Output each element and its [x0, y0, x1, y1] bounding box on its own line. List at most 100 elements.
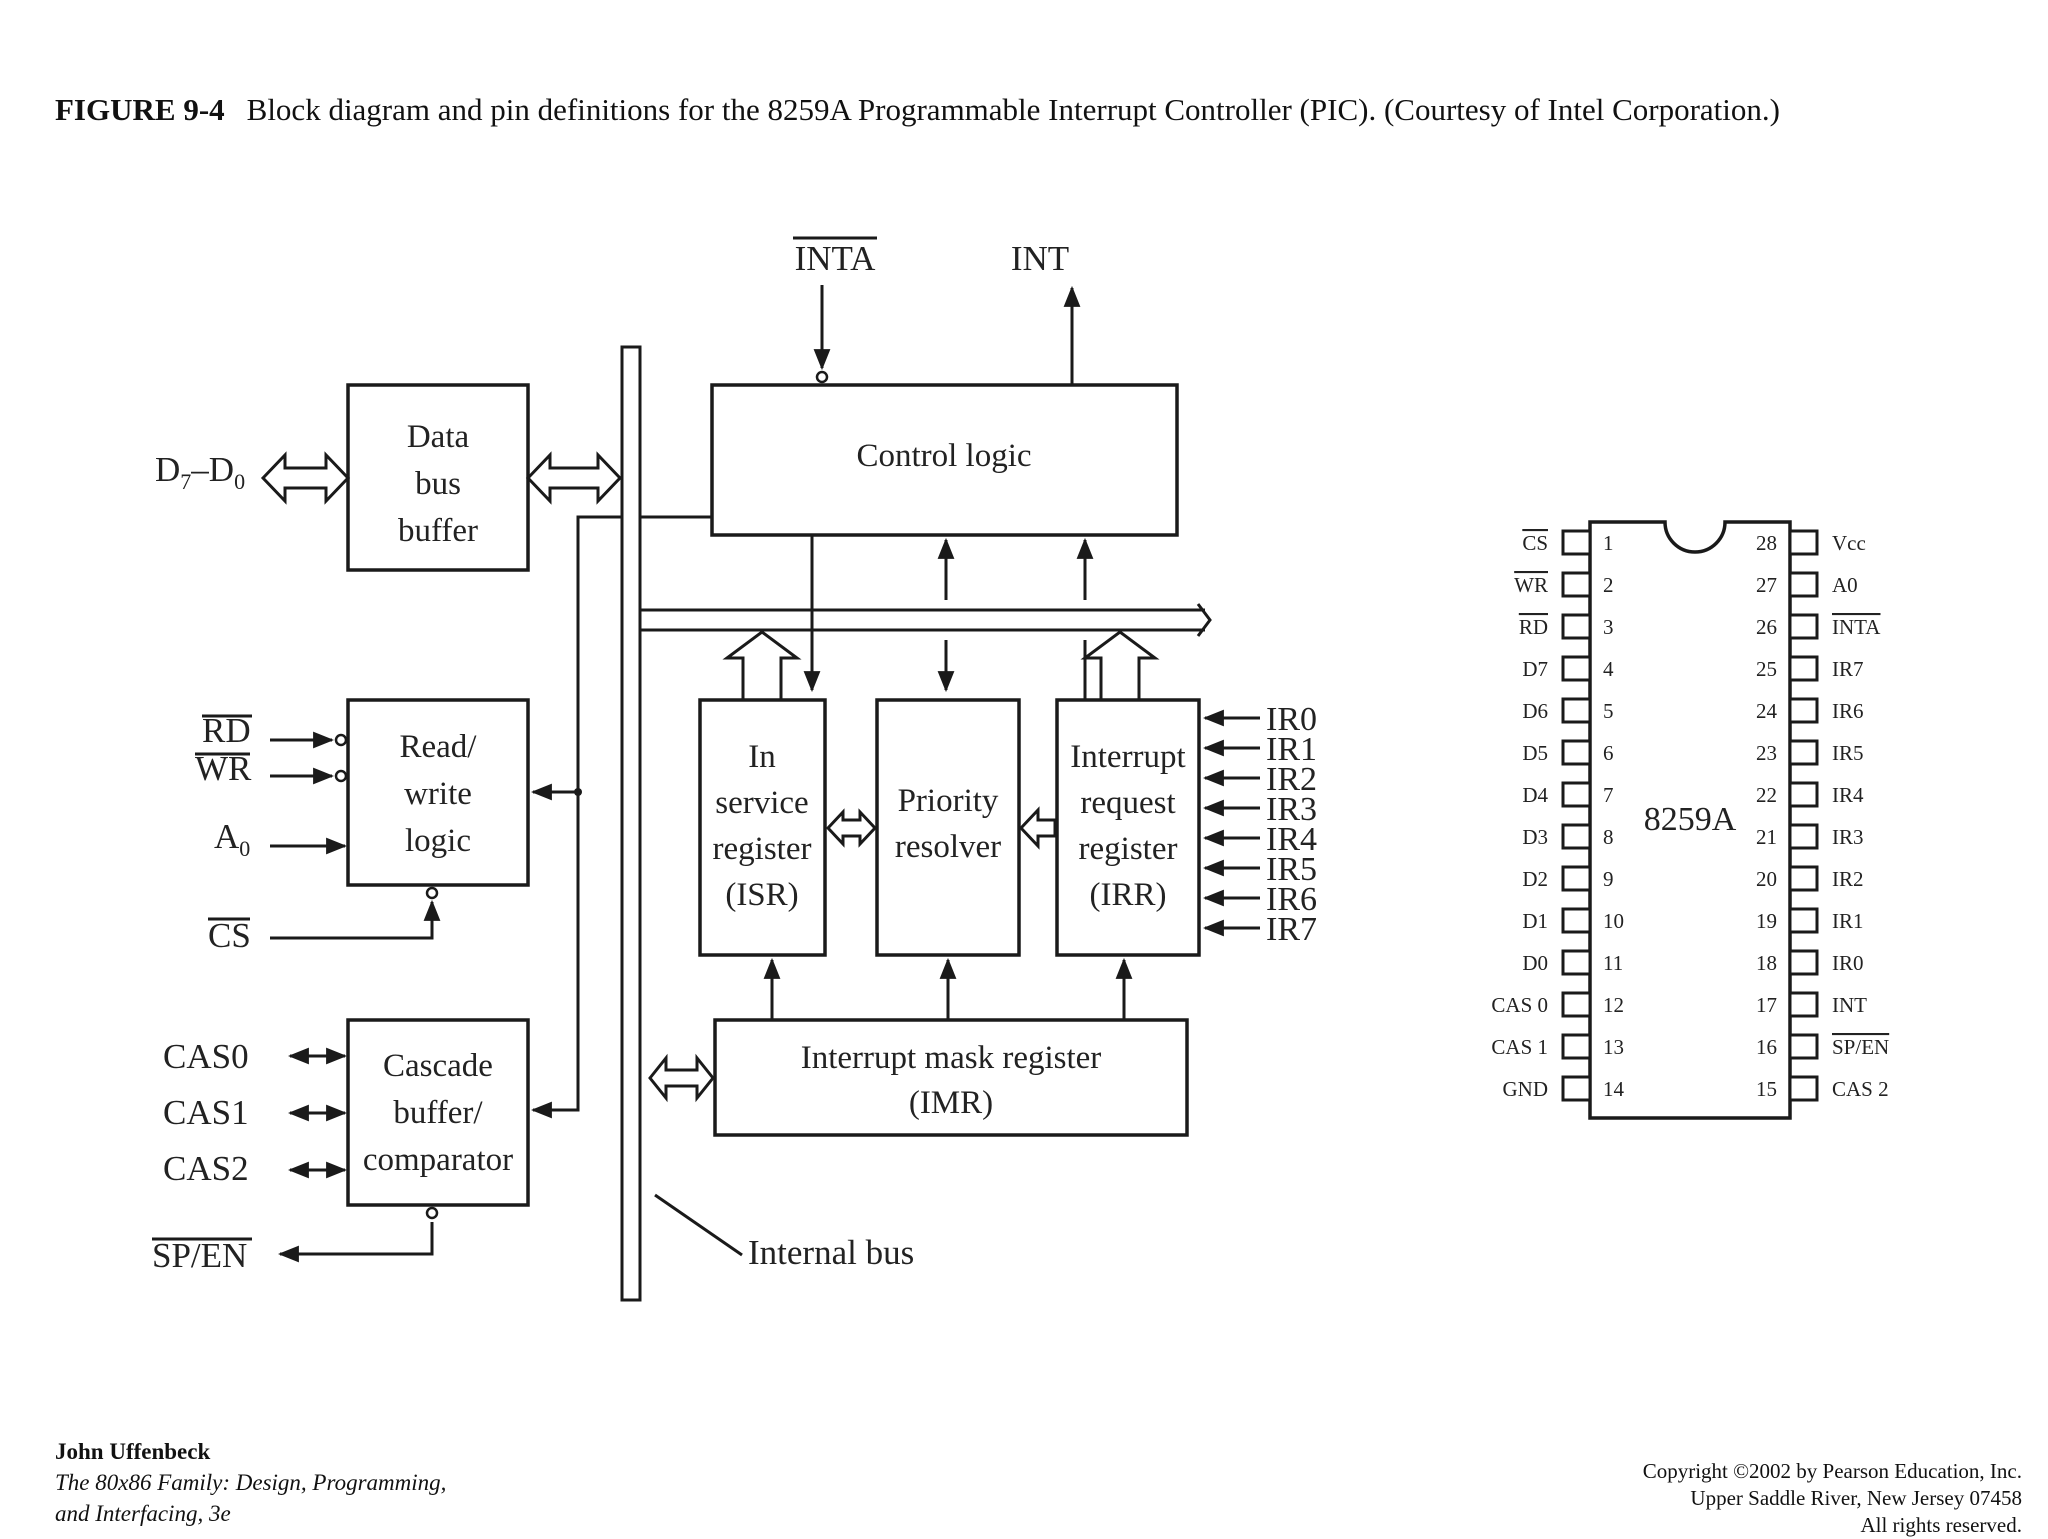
footer-copyright: Copyright ©2002 by Pearson Education, In…	[1643, 1458, 2022, 1539]
int-label: INT	[1011, 239, 1069, 278]
data-bus-buffer-block	[346, 383, 530, 572]
pin-20	[1788, 865, 1819, 892]
d7-d0-label: D7–D0	[155, 450, 245, 494]
pin-23	[1788, 739, 1819, 766]
isr-label-3: register	[713, 831, 812, 867]
sp-en-label: SP/EN	[152, 1236, 247, 1275]
ir1-label: IR1	[1266, 731, 1317, 768]
pin-label-cas-1: CAS 1	[1491, 1035, 1548, 1059]
pin-23-number: 23	[1756, 741, 1777, 765]
pin-24	[1788, 697, 1819, 724]
ir6-label: IR6	[1266, 881, 1317, 918]
data-bus-buffer-label-3: buffer	[398, 513, 478, 549]
pin-21	[1788, 823, 1819, 850]
pin-16-number: 16	[1756, 1035, 1777, 1059]
pin-6-number: 6	[1603, 741, 1614, 765]
pin-label-ir5: IR5	[1832, 741, 1864, 765]
cascade-buffer-block	[346, 1018, 530, 1207]
pin-8	[1561, 823, 1592, 850]
pin-label-inta: INTA	[1832, 615, 1881, 639]
pin-label-rd: RD	[1519, 615, 1548, 639]
resolver-label-2: resolver	[895, 829, 1001, 865]
pin-label-ir2: IR2	[1832, 867, 1864, 891]
pin-18-number: 18	[1756, 951, 1777, 975]
pin-label-d1: D1	[1522, 909, 1548, 933]
pin-17-number: 17	[1756, 993, 1777, 1017]
pin-12	[1561, 991, 1592, 1018]
pin-14	[1561, 1075, 1592, 1102]
pin-26-number: 26	[1756, 615, 1777, 639]
pin-label-wr: WR	[1514, 573, 1548, 597]
ir7-label: IR7	[1266, 911, 1317, 948]
footer-copyright-3: All rights reserved.	[1860, 1513, 2022, 1537]
pin-label-d5: D5	[1522, 741, 1548, 765]
isr-label-1: In	[748, 739, 776, 775]
pin-9-number: 9	[1603, 867, 1614, 891]
pin-15	[1788, 1075, 1819, 1102]
footer-copyright-2: Upper Saddle River, New Jersey 07458	[1690, 1486, 2022, 1510]
pin-label-ir1: IR1	[1832, 909, 1864, 933]
pin-label-cas-2: CAS 2	[1832, 1077, 1889, 1101]
pin-3-number: 3	[1603, 615, 1614, 639]
priority-resolver-block	[875, 698, 1021, 957]
pin-label-a0: A0	[1832, 573, 1858, 597]
irr-label-3: register	[1079, 831, 1178, 867]
irr-bus-arrow	[1080, 630, 1160, 702]
pin-11	[1561, 949, 1592, 976]
pin-9	[1561, 865, 1592, 892]
footer-book-line-2: and Interfacing, 3e	[55, 1501, 231, 1526]
pin-25	[1788, 655, 1819, 682]
data-bus-buffer-label-2: bus	[415, 466, 461, 502]
chip-left-pins: 1CS2WR3RD4D75D66D57D48D39D210D111D012CAS…	[1491, 529, 1625, 1102]
pin-8-number: 8	[1603, 825, 1614, 849]
pin-24-number: 24	[1756, 699, 1778, 723]
pin-16	[1788, 1033, 1819, 1060]
pin-label-vcc: Vcc	[1832, 531, 1866, 555]
ir3-label: IR3	[1266, 791, 1317, 828]
pin-13-number: 13	[1603, 1035, 1624, 1059]
ir-inputs	[1202, 709, 1260, 937]
isr-label-2: service	[715, 785, 808, 821]
pin-label-ir7: IR7	[1832, 657, 1864, 681]
control-logic-label: Control logic	[856, 438, 1031, 474]
ir2-label: IR2	[1266, 761, 1317, 798]
pin-label-ir6: IR6	[1832, 699, 1864, 723]
pin-label-ir3: IR3	[1832, 825, 1864, 849]
footer-book-info: John Uffenbeck The 80x86 Family: Design,…	[55, 1436, 446, 1529]
pin-label-d6: D6	[1522, 699, 1548, 723]
data-bus-internal-arrow	[525, 451, 623, 505]
pin-6	[1561, 739, 1592, 766]
pin-2	[1561, 571, 1592, 598]
pin-label-gnd: GND	[1503, 1077, 1549, 1101]
footer-book-line-1: The 80x86 Family: Design, Programming,	[55, 1470, 447, 1495]
isr-label-4: (ISR)	[725, 877, 798, 913]
pin-label-int: INT	[1832, 993, 1867, 1017]
pin-22-number: 22	[1756, 783, 1777, 807]
footer-author: John Uffenbeck	[55, 1439, 211, 1464]
pin-28-number: 28	[1756, 531, 1777, 555]
pin-25-number: 25	[1756, 657, 1777, 681]
imr-label-2: (IMR)	[909, 1085, 993, 1121]
footer-copyright-1: Copyright ©2002 by Pearson Education, In…	[1642, 1459, 2022, 1483]
pin-label-cs: CS	[1522, 531, 1548, 555]
ir0-label: IR0	[1266, 701, 1317, 738]
pin-11-number: 11	[1603, 951, 1623, 975]
pin-17	[1788, 991, 1819, 1018]
pin-19-number: 19	[1756, 909, 1777, 933]
rw-logic-label-1: Read/	[400, 729, 478, 765]
pin-label-d2: D2	[1522, 867, 1548, 891]
pin-10	[1561, 907, 1592, 934]
pin-label-sp-en: SP/EN	[1832, 1035, 1889, 1059]
ir4-label: IR4	[1266, 821, 1317, 858]
irr-label-2: request	[1080, 785, 1175, 821]
pin-7	[1561, 781, 1592, 808]
cs-input-line	[270, 899, 441, 940]
pin-22	[1788, 781, 1819, 808]
pin-4	[1561, 655, 1592, 682]
imr-block	[713, 1018, 1189, 1137]
pin-21-number: 21	[1756, 825, 1777, 849]
internal-bus	[620, 345, 1212, 1302]
chip-pinout	[1588, 520, 1792, 1120]
